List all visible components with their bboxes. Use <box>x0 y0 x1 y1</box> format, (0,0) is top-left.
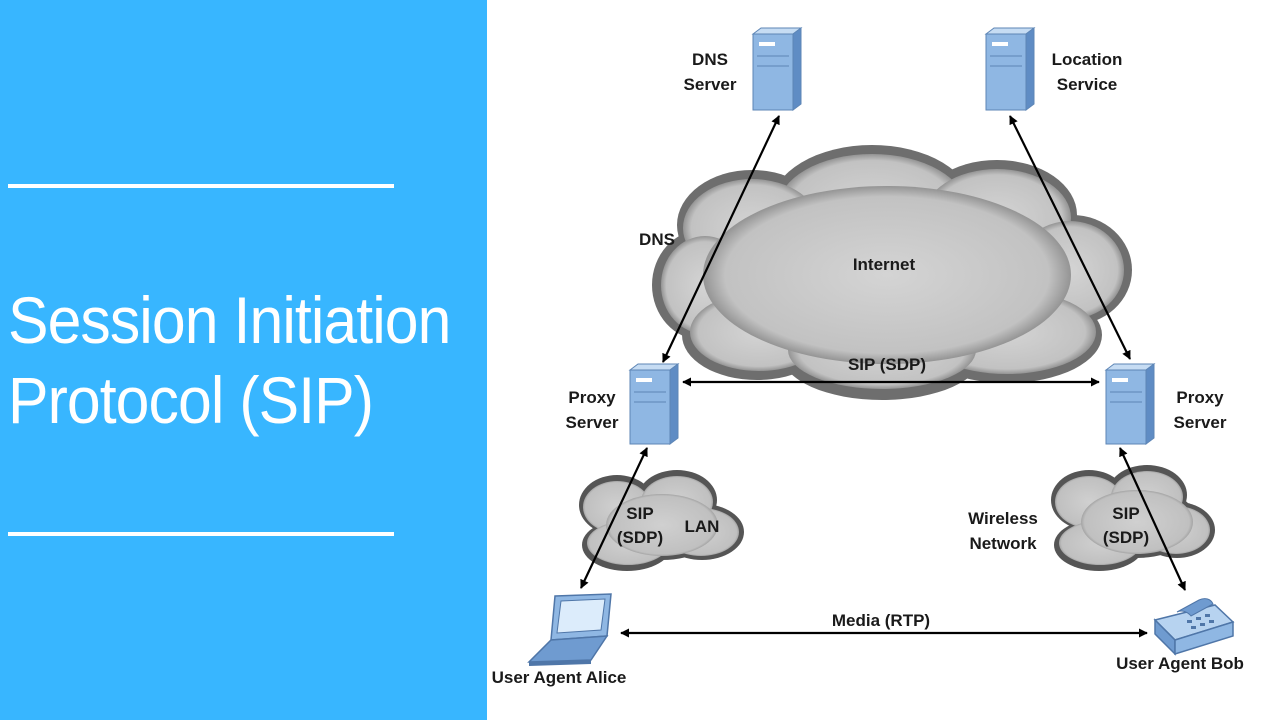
label-bob: User Agent Bob <box>1116 654 1244 673</box>
proxy-server-left-icon <box>628 363 680 445</box>
label-proxy-left-1: Proxy <box>568 388 616 407</box>
location-service-icon <box>984 27 1036 111</box>
label-proxy-right-1: Proxy <box>1176 388 1224 407</box>
label-lan-sip-2: (SDP) <box>617 528 663 547</box>
label-proxy-right-2: Server <box>1174 413 1227 432</box>
label-media-rtp: Media (RTP) <box>832 611 930 630</box>
title-panel: Session Initiation Protocol (SIP) <box>0 0 487 720</box>
slide-title: Session Initiation Protocol (SIP) <box>8 280 451 440</box>
label-wireless-2: Network <box>969 534 1037 553</box>
proxy-server-right-icon <box>1104 363 1156 445</box>
dns-server-icon <box>751 27 803 111</box>
label-lan: LAN <box>685 517 720 536</box>
label-alice: User Agent Alice <box>492 668 627 687</box>
arrow-proxy-right-to-bob <box>1118 447 1187 591</box>
label-internet: Internet <box>853 255 916 274</box>
divider-top <box>8 184 394 188</box>
phone-icon <box>1153 598 1235 656</box>
label-location-service-2: Service <box>1057 75 1118 94</box>
label-lan-sip-1: SIP <box>626 504 653 523</box>
title-line-2: Protocol (SIP) <box>8 363 374 437</box>
label-location-service-1: Location <box>1052 50 1123 69</box>
title-line-1: Session Initiation <box>8 283 451 357</box>
label-dns-server-1: DNS <box>692 50 728 69</box>
laptop-icon <box>527 593 612 666</box>
arrow-proxy-left-to-alice <box>580 447 648 589</box>
arrow-dns-to-proxy-left <box>662 115 780 363</box>
arrow-location-to-proxy-right <box>1009 115 1131 360</box>
label-wireless-sip-1: SIP <box>1112 504 1139 523</box>
divider-bottom <box>8 532 394 536</box>
label-dns-server-2: Server <box>684 75 737 94</box>
label-proxy-left-2: Server <box>566 413 619 432</box>
label-wireless-sip-2: (SDP) <box>1103 528 1149 547</box>
label-dns-link: DNS <box>639 230 675 249</box>
sip-network-diagram: DNS Server Location Service DNS Internet… <box>492 27 1244 687</box>
label-sip-sdp-top: SIP (SDP) <box>848 355 926 374</box>
label-wireless-1: Wireless <box>968 509 1038 528</box>
